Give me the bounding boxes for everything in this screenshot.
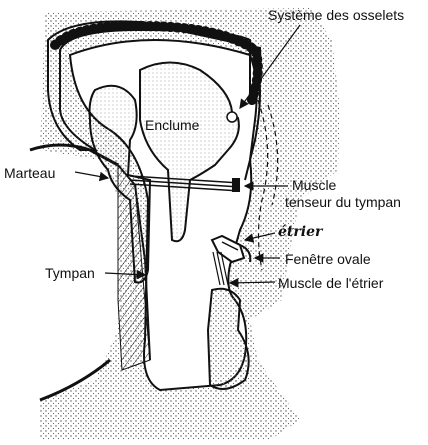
promontory: [206, 287, 250, 390]
label-ossicles: Système des osselets: [268, 7, 404, 23]
stapedius-muscle: [212, 251, 229, 286]
leader-malleus: [74, 171, 110, 182]
leader-eardrum: [104, 269, 147, 280]
wall-band-2: [244, 49, 261, 181]
ear-canal-top: [29, 143, 119, 167]
leader-stapes: [243, 232, 276, 243]
label-oval-window: Fenêtre ovale: [285, 251, 371, 267]
label-tensor-1: Muscle: [292, 177, 337, 193]
ossicle-joint: [226, 111, 238, 123]
label-tensor-2: tenseur du tympan: [285, 194, 401, 210]
label-stapedius: Muscle de l'étrier: [278, 275, 384, 291]
malleus-bone: [88, 84, 152, 284]
label-stapes: étrier: [278, 224, 324, 240]
leader-stapedius: [228, 278, 276, 288]
label-eardrum: Tympan: [45, 265, 95, 281]
incus-bone: [139, 61, 240, 243]
labyrinth-dash-2: [267, 104, 279, 206]
labyrinth-dash-1: [257, 99, 269, 271]
leader-ossicles: [239, 24, 301, 109]
ear-canal-bottom: [39, 358, 111, 402]
tensor-tympani-muscle: [129, 175, 241, 192]
stapes-bone: [210, 234, 252, 264]
label-incus: Enclume: [145, 117, 200, 133]
label-malleus: Marteau: [4, 165, 55, 181]
